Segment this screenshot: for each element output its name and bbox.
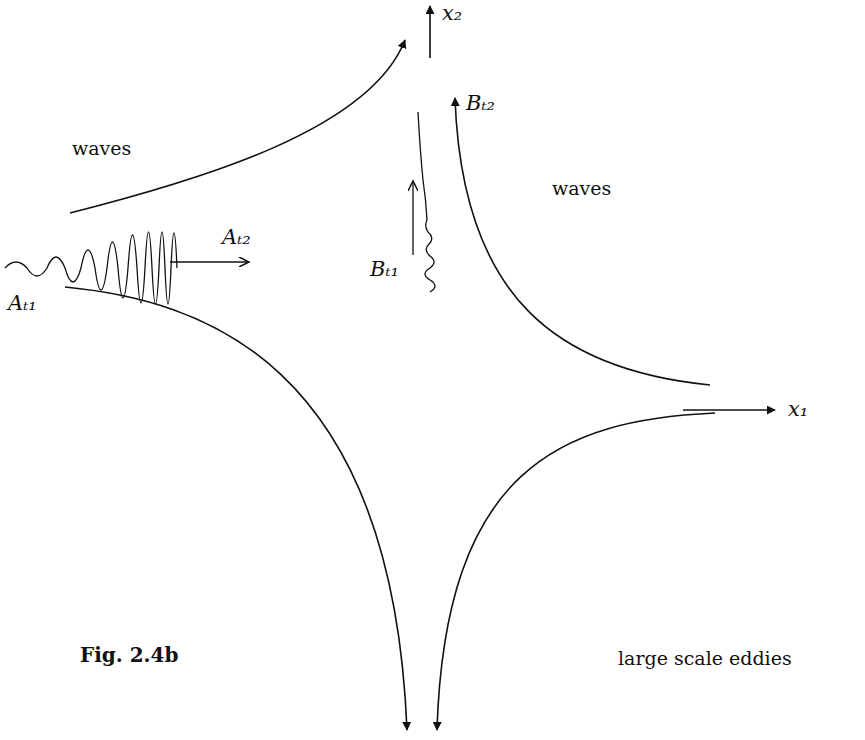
streamline [70, 40, 405, 213]
streamline [455, 98, 710, 385]
axis-label: x₂ [442, 2, 462, 25]
figure-caption-number: Fig. 2.4b [80, 644, 179, 666]
x2-axis [429, 6, 431, 58]
axis-label: x₁ [788, 398, 808, 421]
streamline [437, 413, 715, 730]
region-note: large scale eddies [618, 648, 792, 669]
x1-axis [683, 409, 775, 411]
wave-label: Bₜ₂ [466, 92, 495, 115]
wave-packet [418, 112, 435, 292]
region-note: waves [72, 138, 131, 159]
propagation-arrow [170, 261, 248, 262]
propagation-arrow [412, 182, 413, 255]
wave-label: Aₜ₁ [8, 292, 37, 315]
wave-label: Bₜ₁ [370, 258, 399, 281]
region-note: waves [552, 178, 611, 199]
wave-label: Aₜ₂ [222, 226, 251, 249]
streamline [65, 287, 407, 730]
